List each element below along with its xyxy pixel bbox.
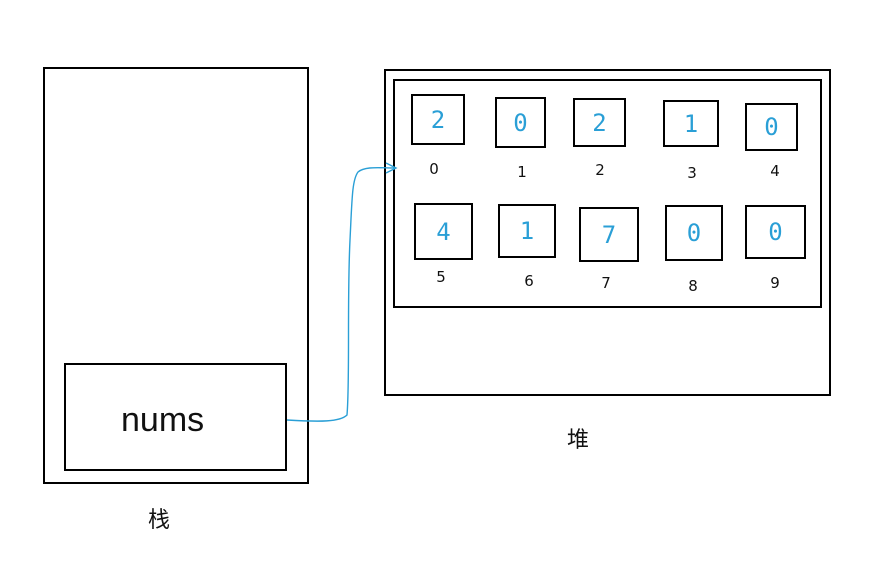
array-cell-value: 2 <box>592 108 607 137</box>
stack-label: 栈 <box>148 508 171 533</box>
array-cell-value: 0 <box>686 219 702 247</box>
array-cell-value: 7 <box>601 220 617 249</box>
array-index-label: 1 <box>517 163 527 181</box>
array-cell: 0 <box>745 103 798 151</box>
array-index-label: 7 <box>601 274 611 292</box>
array-index-label: 6 <box>524 272 534 290</box>
array-index-label: 2 <box>595 161 605 179</box>
array-cell: 2 <box>411 94 465 145</box>
array-object <box>393 79 822 308</box>
array-index-label: 0 <box>429 160 439 178</box>
nums-variable-label: nums <box>121 401 205 439</box>
array-cell: 1 <box>498 204 556 258</box>
array-index-label: 8 <box>688 277 698 295</box>
array-index-label: 4 <box>770 162 780 180</box>
array-cell-value: 1 <box>683 109 699 138</box>
array-cell-value: 4 <box>436 217 451 246</box>
array-cell-value: 1 <box>519 217 535 245</box>
array-cell: 0 <box>745 205 806 259</box>
array-cell: 1 <box>663 100 719 147</box>
array-index-label: 3 <box>687 164 697 182</box>
array-cell-value: 2 <box>430 105 446 134</box>
array-cell-value: 0 <box>764 113 779 141</box>
array-cell: 2 <box>573 98 626 147</box>
array-cell: 0 <box>665 205 723 261</box>
array-cell-value: 0 <box>768 218 783 246</box>
stack-frame <box>43 67 309 484</box>
array-cell-value: 0 <box>513 108 528 137</box>
heap-region <box>384 69 831 396</box>
array-cell: 7 <box>579 207 639 262</box>
array-index-label: 9 <box>770 274 780 292</box>
array-cell: 0 <box>495 97 546 148</box>
array-index-label: 5 <box>436 268 446 286</box>
array-cell: 4 <box>414 203 473 260</box>
heap-label: 堆 <box>567 428 590 453</box>
nums-variable-box <box>64 363 287 471</box>
